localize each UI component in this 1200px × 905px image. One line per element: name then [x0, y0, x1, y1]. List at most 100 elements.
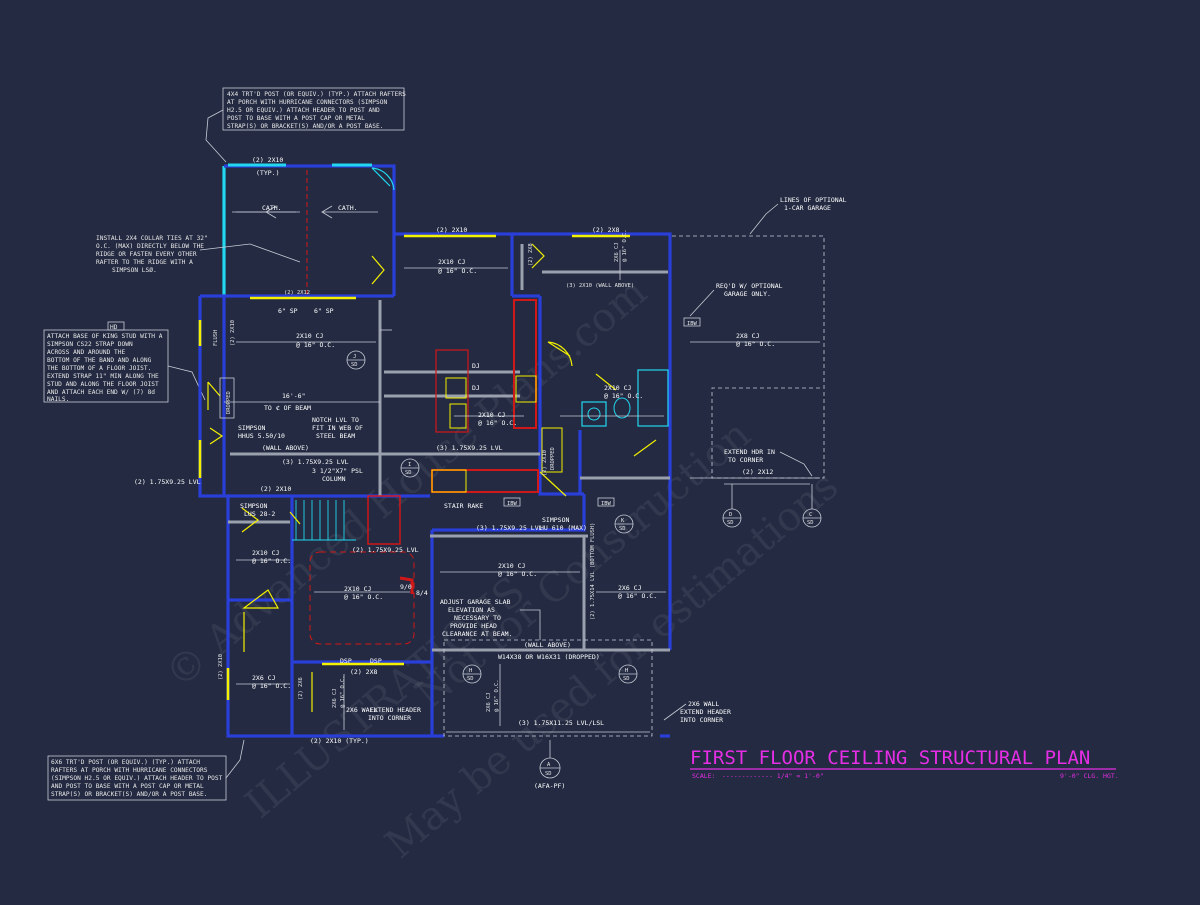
cj-2x6-e: 2X6 CJ [614, 243, 620, 262]
scale-label: SCALE: [692, 772, 715, 780]
lvl-left: (2) 1.75X9.25 LVL [134, 478, 201, 486]
oc-l: @ 16" O.C. [494, 680, 500, 712]
lvl-stair2: (2) 1.75X9.25 LVL [352, 546, 419, 554]
callout-c-sheet: SD [807, 520, 814, 526]
to-beam: TO ⊄ OF BEAM [264, 404, 311, 412]
simpson-hhus-2: HHUS 5.50/10 [238, 432, 285, 440]
num-8-4: 8/4 [416, 589, 428, 597]
bottom-post-line-1: 6X6 TRT'D POST (OR EQUIV.) (TYP.) ATTACH [51, 759, 200, 766]
garage-slab-1: ADJUST GARAGE SLAB [440, 598, 511, 606]
cath-label-right: CATH. [338, 204, 358, 212]
ibw-2: IBW [601, 501, 611, 507]
simpson-hu-2: HU 610 (MAX) [540, 524, 587, 532]
bottom-post-line-5: STRAP(S) OR BRACKET(S) AND/OR A POST BAS… [51, 791, 207, 798]
bottom-post-line-2: RAFTERS AT PORCH WITH HURRICANE CONNECTO… [51, 767, 208, 774]
hdr-2x10-left: (2) 2X10 [218, 654, 224, 680]
cj-2x6-d: 2X6 CJ [486, 693, 492, 712]
cj-2x8: 2X8 CJ [736, 332, 760, 340]
porch-post-note-line-2: AT PORCH WITH HURRICANE CONNECTORS (SIMP… [227, 99, 387, 106]
doors [207, 243, 657, 712]
hdr-2x6: (2) 2X6 [298, 677, 304, 700]
dj-label-1: DJ [472, 362, 480, 370]
sp-label-1: 6" SP [278, 307, 298, 315]
porch-post-note-line-3: H2.5 OR EQUIV.) ATTACH HEADER TO POST AN… [227, 107, 380, 114]
bottom-post-line-4: AND POST TO BASE WITH A POST CAP OR META… [51, 783, 204, 790]
optional-garage-1: LINES OF OPTIONAL [780, 196, 847, 204]
oc-h: @ 16" O.C. [252, 557, 291, 565]
stair-rake: STAIR RAKE [444, 502, 483, 510]
hdr-2x10-typ: (2) 2X10 (TYP.) [310, 737, 369, 745]
headers [198, 234, 630, 700]
reqd-optional-2: GARAGE ONLY. [724, 290, 771, 298]
section-callout-j: J SD [346, 350, 366, 370]
oc-j: @ 16" O.C. [252, 682, 291, 690]
garage-slab-4: PROVIDE HEAD [450, 622, 497, 630]
porch-header-label: (2) 2X10 [252, 156, 283, 164]
collar-ties-line-5: SIMPSON LSØ. [112, 266, 157, 274]
wall-right-3: INTO CORNER [680, 716, 723, 724]
king-stud-line-4: BOTTOM OF THE BAND AND ALONG [47, 357, 152, 364]
notch-1: NOTCH LVL TO [312, 416, 359, 424]
section-callout-k: K SD [614, 514, 634, 534]
section-callout-d: D SD [722, 484, 742, 528]
oc-g: @ 16" O.C. [344, 593, 383, 601]
hdr-2x8-r: (2) 2X8 [528, 243, 534, 266]
dropped-right: DROPPED [550, 447, 556, 470]
hdr-2x12-top: (2) 2X12 [284, 290, 310, 296]
oc-d: @ 16" O.C. [478, 419, 517, 427]
section-callout-a: A SD (AFA-PF) [534, 740, 565, 790]
porch-post-note-line-4: POST TO BASE WITH A POST CAP OR METAL [227, 115, 365, 122]
psl-1: 3 1/2"X7" PSL [312, 467, 363, 475]
wall-left-2: EXTEND HEADER [370, 706, 421, 714]
oc-b: @ 16" O.C. [438, 267, 477, 275]
oc-k: @ 16" O.C. [340, 676, 346, 708]
callout-h2-letter: H [625, 668, 628, 674]
reqd-optional-1: REQ'D W/ OPTIONAL [716, 282, 783, 290]
oc-e: @ 16" O.C. [604, 392, 643, 400]
cj-2x10-d: 2X10 CJ [604, 384, 631, 392]
cj-2x6-c: 2X6 CJ [332, 689, 338, 708]
porch-typ-label: (TYP.) [256, 169, 279, 177]
optional-garage-leader [749, 203, 779, 235]
scale-value: ------------- 1/4" = 1'-0" [722, 772, 824, 780]
lvl-bottom-flush: (2) 1.75X14 LVL (BOTTOM FLUSH) [590, 523, 596, 620]
wall-above-bot: (WALL ABOVE) [524, 641, 571, 649]
section-callout-i: I SD [400, 458, 420, 478]
ibw-3: IBW [687, 321, 697, 327]
dsp-2: DSP [370, 657, 382, 665]
lvl-garage: (3) 1.75X11.25 LVL/LSL [518, 719, 604, 727]
title-block: FIRST FLOOR CEILING STRUCTURAL PLAN SCAL… [690, 747, 1119, 780]
cj-2x6-a: 2X6 CJ [618, 584, 642, 592]
num-9-0: 9/0 [400, 583, 412, 591]
dropped-box-left [219, 377, 235, 419]
porch-area [222, 163, 396, 296]
ibw-1: IBW [507, 501, 517, 507]
beams [228, 244, 670, 652]
simpson-lus-2: LUS 28-2 [244, 510, 275, 518]
callout-d-letter: D [729, 512, 732, 518]
king-stud-line-6: EXTEND STRAP 11" MIN ALONG THE [47, 373, 159, 380]
wall-right-leader [663, 703, 687, 721]
callout-a-letter: A [547, 762, 551, 768]
lvl-stair: (3) 1.75X9.25 LVL [476, 524, 543, 532]
callout-i-sheet: SD [405, 470, 412, 476]
collar-ties-line-2: O.C. (MAX) DIRECTLY BELOW THE [96, 243, 204, 250]
garage-slab-5: CLEARANCE AT BEAM. [442, 630, 512, 638]
cj-2x10-b: 2X10 CJ [438, 258, 465, 266]
extend-hdr-leader [779, 451, 813, 477]
dj-label-2: DJ [472, 384, 480, 392]
joist-arrows [236, 250, 820, 730]
ceiling-height: 9'-0" CLG. HGT. [1060, 772, 1119, 780]
callout-k-letter: K [621, 518, 625, 524]
wall-above-top: (3) 2X10 (WALL ABOVE) [566, 283, 634, 289]
section-callout-h-right: H SD [618, 664, 638, 684]
section-callout-c: C SD [802, 484, 822, 528]
hdr-2x10-mid: (2) 2X10 [260, 485, 291, 493]
callout-d-sheet: SD [727, 520, 734, 526]
hdr-2x10-vertical: (2) 2X10 [230, 320, 236, 346]
reqd-optional-leader [689, 289, 715, 317]
porch-post-note: 4X4 TRT'D POST (OR EQUIV.) (TYP.) ATTACH… [205, 87, 406, 163]
hd-tag: HD [110, 324, 118, 331]
callout-k-sheet: SD [619, 526, 626, 532]
collar-ties-note: INSTALL 2X4 COLLAR TIES AT 32" O.C. (MAX… [96, 235, 301, 274]
